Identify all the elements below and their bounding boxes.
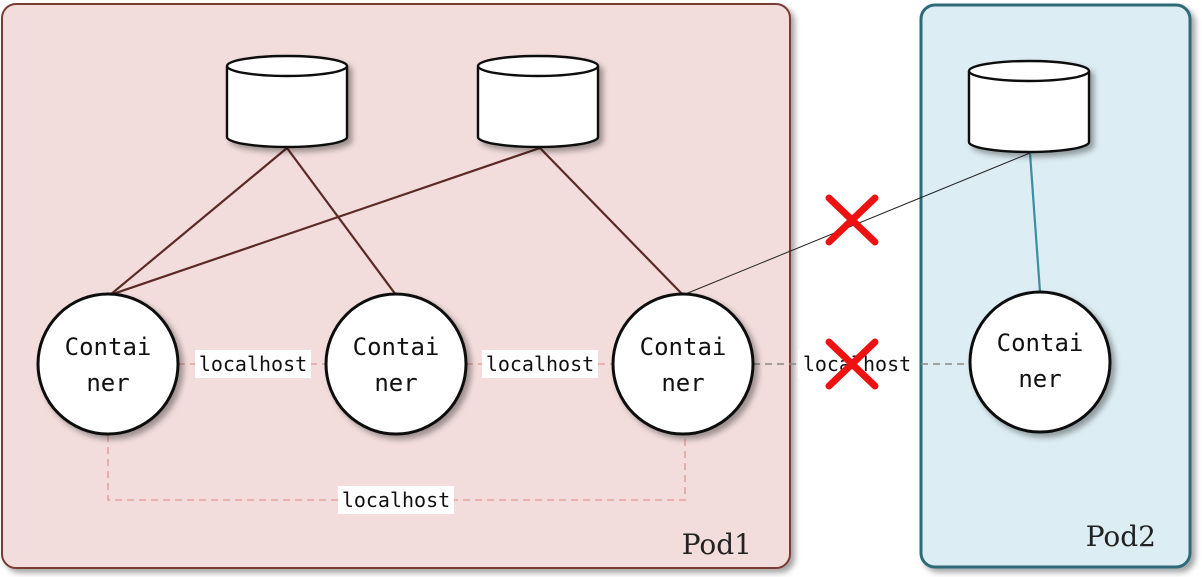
container-c2: Contai ner <box>324 292 468 436</box>
container-label-c4-line2: ner <box>1018 365 1061 393</box>
volume-links <box>109 146 684 297</box>
volume-v3 <box>967 59 1091 154</box>
volume-link-v1-c2 <box>286 147 397 296</box>
volume-link-v2-c3 <box>539 147 684 296</box>
container-label-c2-line1: Contai <box>353 333 440 361</box>
pod1-box <box>1 3 791 569</box>
container-label-c1-line1: Contai <box>65 333 152 361</box>
container-label-c3-line2: ner <box>661 369 704 397</box>
container-c3: Contai ner <box>611 292 755 436</box>
container-label-c3-line1: Contai <box>640 333 727 361</box>
volume-link-v3-c4 <box>1028 152 1042 293</box>
container-label-c1-line2: ner <box>86 369 129 397</box>
link-label-c2-c3: localhost <box>486 352 594 376</box>
container-label-c4-line1: Contai <box>997 329 1084 357</box>
volume-v1 <box>225 54 349 149</box>
container-c1: Contai ner <box>36 292 180 436</box>
container-c4: Contai ner <box>968 290 1112 434</box>
volume-link-v2-c1 <box>109 146 541 297</box>
pod1-label: Pod1 <box>682 528 752 561</box>
pod2-label: Pod2 <box>1086 520 1156 553</box>
link-label-c1-c3: localhost <box>342 488 450 512</box>
volume-link-v1-c1 <box>109 147 288 296</box>
blocked-x-icon <box>825 194 879 246</box>
link-label-c1-c2: localhost <box>199 352 307 376</box>
volume-v2 <box>476 54 600 149</box>
container-label-c2-line2: ner <box>374 369 417 397</box>
blocked-x-icon <box>825 338 879 390</box>
